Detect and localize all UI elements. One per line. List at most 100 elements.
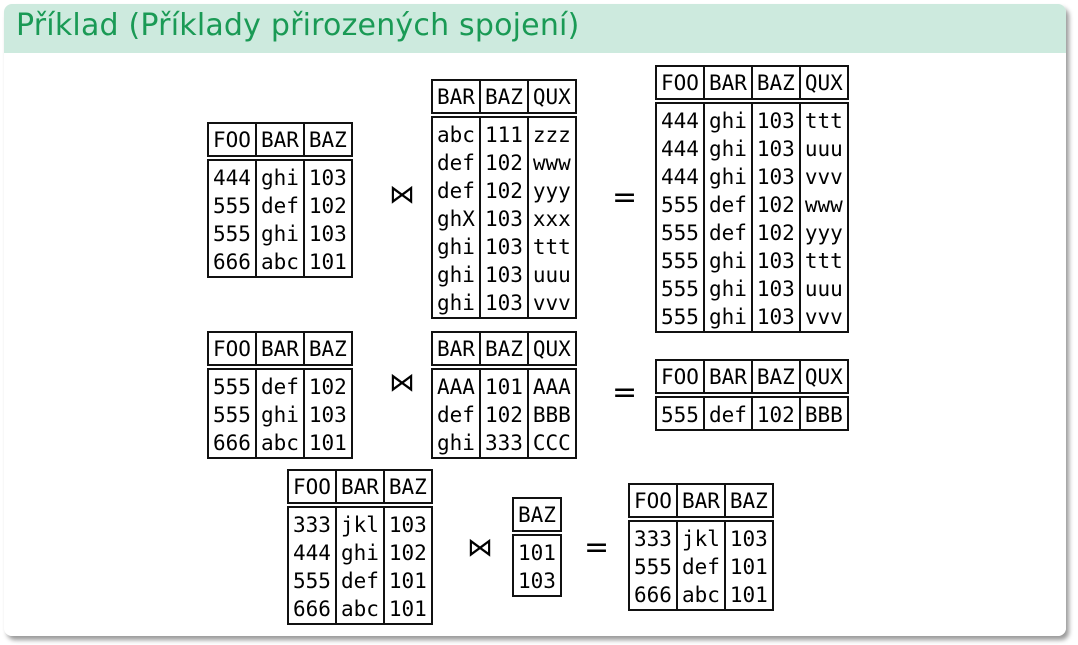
table-cell: 102 <box>478 401 529 429</box>
column-header: QUX <box>798 66 849 104</box>
column-header: FOO <box>207 332 257 370</box>
table-cell: ghi <box>702 135 753 163</box>
table-cell: 103 <box>512 567 562 596</box>
column-header: BAZ <box>382 470 433 508</box>
table-cell: 103 <box>750 135 801 163</box>
table-cell: yyy <box>526 177 577 205</box>
natural-join-operator: ⋈ <box>467 533 493 563</box>
table-cell: ghi <box>431 289 481 318</box>
table-cell: 103 <box>478 233 529 261</box>
column-header: BAR <box>431 332 481 370</box>
column-header: FOO <box>655 360 705 398</box>
column-header: BAZ <box>750 360 801 398</box>
table-cell: 666 <box>287 595 337 624</box>
table-cell: yyy <box>798 219 849 247</box>
table-cell: ttt <box>526 233 577 261</box>
table-cell: def <box>675 553 726 581</box>
table-cell: ghX <box>431 205 481 233</box>
table-cell: 102 <box>750 395 801 430</box>
column-header: BAR <box>254 123 305 161</box>
table-cell: uuu <box>798 135 849 163</box>
table-cell: 333 <box>287 505 337 539</box>
table-cell: 555 <box>207 220 257 248</box>
table-cell: ghi <box>702 163 753 191</box>
table-cell: 444 <box>655 163 705 191</box>
table-cell: 103 <box>723 519 774 553</box>
table-cell: 555 <box>655 275 705 303</box>
column-header: FOO <box>628 484 678 522</box>
table-cell: ghi <box>702 101 753 135</box>
table-cell: vvv <box>798 163 849 191</box>
natural-join-operator: ⋈ <box>389 180 415 210</box>
table-cell: 666 <box>628 581 678 610</box>
table-cell: 101 <box>512 533 562 567</box>
table-cell: uuu <box>526 261 577 289</box>
table-cell: uuu <box>798 275 849 303</box>
column-header: BAZ <box>512 498 562 536</box>
column-header: BAZ <box>302 123 353 161</box>
table-cell: 103 <box>478 261 529 289</box>
table-cell: 101 <box>723 553 774 581</box>
table-cell: 103 <box>750 101 801 135</box>
table-cell: 333 <box>478 429 529 458</box>
column-header: BAR <box>675 484 726 522</box>
column-header: BAR <box>702 360 753 398</box>
column-header: BAZ <box>723 484 774 522</box>
column-header: QUX <box>798 360 849 398</box>
table-cell: CCC <box>526 429 577 458</box>
table-cell: def <box>431 177 481 205</box>
table-cell: 103 <box>302 158 353 192</box>
column-header: QUX <box>526 332 577 370</box>
equals-sign: = <box>612 180 638 215</box>
table-cell: 555 <box>655 219 705 247</box>
table-cell: 555 <box>207 367 257 401</box>
header-row: BAZ <box>512 498 562 536</box>
table-cell: 444 <box>655 135 705 163</box>
table-cell: 103 <box>382 505 433 539</box>
table-cell: 444 <box>207 158 257 192</box>
table-cell: abc <box>254 248 305 277</box>
table-cell: 555 <box>628 553 678 581</box>
column-header: BAZ <box>478 80 529 118</box>
table-cell: abc <box>675 581 726 610</box>
table-cell: zzz <box>526 115 577 149</box>
table-cell: 444 <box>287 539 337 567</box>
table-cell: ghi <box>431 261 481 289</box>
table-cell: 102 <box>478 177 529 205</box>
table-cell: vvv <box>798 303 849 332</box>
table-cell: def <box>431 401 481 429</box>
column-header: BAR <box>254 332 305 370</box>
table-cell: 555 <box>655 395 705 430</box>
table-cell: www <box>798 191 849 219</box>
table-cell: 103 <box>302 401 353 429</box>
table-cell: abc <box>254 429 305 458</box>
table-cell: 102 <box>750 191 801 219</box>
